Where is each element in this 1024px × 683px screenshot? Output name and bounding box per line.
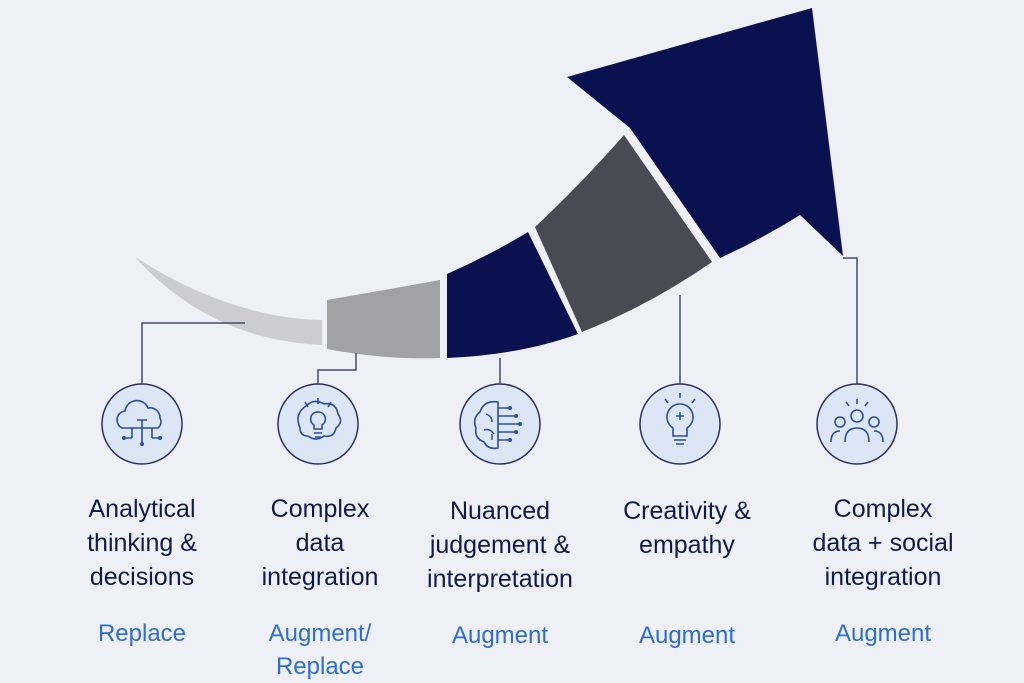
stage-3-action: Augment: [451, 622, 549, 649]
stage-2-label: Complex data integration: [261, 495, 379, 591]
stage-5-label: Complex data + social integration: [812, 495, 954, 591]
people-group-icon: [816, 383, 898, 465]
arrow-segment-3: [447, 232, 578, 358]
lightbulb-icon: [639, 383, 721, 465]
arrow-segment-4: [535, 135, 712, 332]
connector-line-5: [843, 257, 858, 384]
arrow-segment-1: [135, 257, 322, 345]
stage-4-label: Creativity & empathy: [623, 497, 751, 559]
brain-lightbulb-icon: [277, 383, 359, 465]
connector-line-1: [141, 322, 245, 384]
circuit-brain-icon: [459, 383, 541, 465]
cloud-circuit-icon: [101, 383, 183, 465]
connector-line-2: [317, 353, 357, 384]
stage-1-action: Replace: [97, 620, 187, 647]
stage-3-label: Nuanced judgement & interpretation: [427, 497, 573, 593]
stage-2-action: Augment/ Replace: [268, 620, 372, 680]
arrow-head: [567, 8, 843, 258]
stage-4-action: Augment: [638, 622, 736, 649]
arrow-segment-2: [327, 280, 440, 359]
stage-5-action: Augment: [834, 620, 932, 647]
stage-1-label: Analytical thinking & decisions: [87, 495, 197, 591]
